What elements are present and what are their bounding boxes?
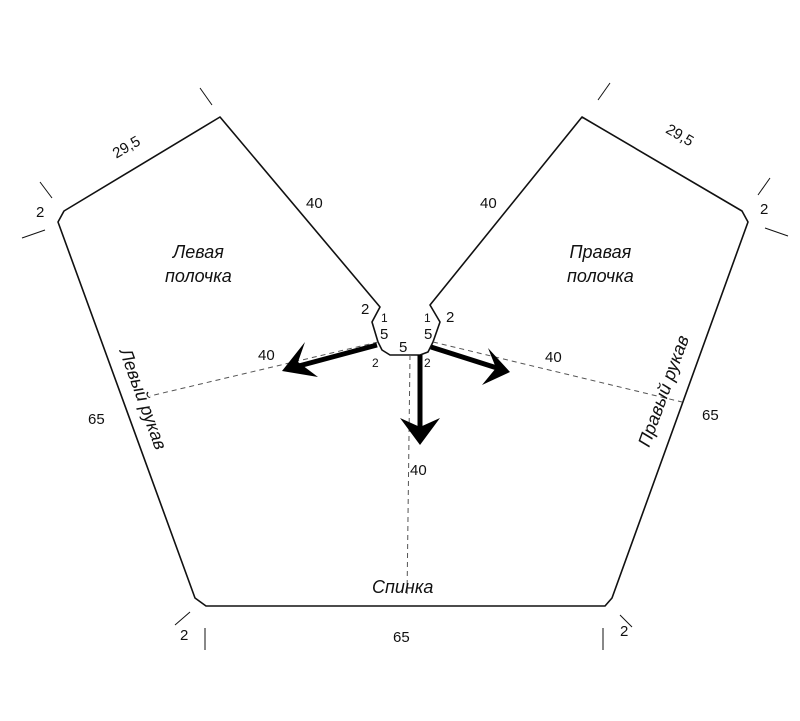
corner-ticks: [21, 82, 789, 650]
neck-left-5: 5: [380, 326, 389, 343]
left-front-label: Левая полочка: [165, 243, 232, 285]
neck-left-bottom-2: 2: [372, 356, 379, 370]
back-label: Спинка: [372, 577, 434, 597]
neck-right-5: 5: [424, 326, 433, 343]
neck-right-2: 2: [446, 309, 455, 326]
dim-right-neck-side: 40: [480, 195, 497, 212]
dim-left-neck-side: 40: [306, 195, 323, 212]
right-front-line1: Правая: [569, 242, 632, 262]
left-front-line2: полочка: [165, 266, 232, 286]
neck-right-1: 1: [424, 311, 431, 325]
dim-bottom: 65: [393, 629, 410, 646]
dim-right-corner: 2: [760, 201, 769, 218]
neck-left-2: 2: [361, 301, 370, 318]
right-front-label: Правая полочка: [567, 243, 634, 285]
neck-right-bottom-2: 2: [424, 356, 431, 370]
neck-left-1: 1: [381, 311, 388, 325]
dim-left-corner: 2: [36, 204, 45, 221]
dim-left-dash: 40: [258, 347, 275, 364]
left-front-line1: Левая: [172, 242, 224, 262]
dim-center-dash: 40: [410, 462, 427, 479]
direction-arrows: [282, 342, 510, 445]
dim-right-dash: 40: [545, 349, 562, 366]
dim-bottom-right-corner: 2: [620, 623, 629, 640]
dim-right-outer: 65: [702, 407, 719, 424]
neck-center-5: 5: [399, 339, 408, 356]
garment-outline: [57, 116, 749, 607]
dim-bottom-left-corner: 2: [180, 627, 189, 644]
right-front-line2: полочка: [567, 266, 634, 286]
dim-left-outer: 65: [88, 411, 105, 428]
dashed-guides: [149, 341, 683, 599]
